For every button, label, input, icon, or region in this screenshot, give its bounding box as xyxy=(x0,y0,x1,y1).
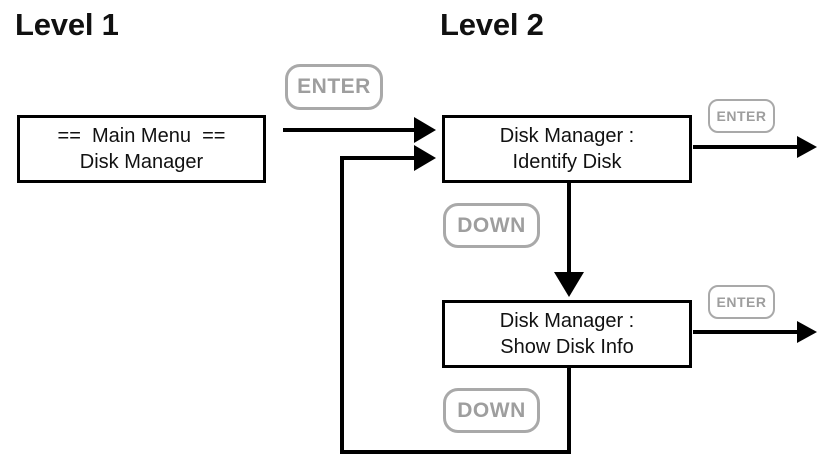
arrowhead-identify-disk-to-show-disk-info xyxy=(554,272,584,297)
arrowhead-show-disk-info-exit xyxy=(797,321,817,343)
menu-box-main-menu-line-1: == Main Menu == xyxy=(57,124,226,147)
key-enter-main-menu[interactable]: ENTER xyxy=(285,64,383,110)
menu-box-main-menu-line-2: Disk Manager xyxy=(79,151,204,173)
key-enter-identify-disk[interactable]: ENTER xyxy=(708,99,775,133)
menu-box-identify-disk[interactable]: Disk Manager : Identify Disk xyxy=(442,115,692,183)
arrowhead-identify-disk-exit xyxy=(797,136,817,158)
menu-box-show-disk-info[interactable]: Disk Manager : Show Disk Info xyxy=(442,300,692,368)
menu-box-main-menu[interactable]: == Main Menu == Disk Manager xyxy=(17,115,266,183)
menu-box-show-disk-info-line-2: Show Disk Info xyxy=(500,336,634,358)
menu-box-show-disk-info-line-1: Disk Manager : xyxy=(499,309,635,332)
connector-loop-bottom-horizontal xyxy=(340,450,571,454)
level-2-heading: Level 2 xyxy=(440,7,544,42)
connector-main-menu-to-identify-disk xyxy=(283,128,419,132)
menu-box-identify-disk-line-1: Disk Manager : xyxy=(499,124,635,147)
key-down-identify-disk[interactable]: DOWN xyxy=(443,203,540,248)
key-down-show-disk-info[interactable]: DOWN xyxy=(443,388,540,433)
connector-loop-right-vertical xyxy=(567,368,571,454)
level-1-heading: Level 1 xyxy=(15,7,119,42)
connector-loop-return-to-identify-disk xyxy=(340,156,419,160)
key-enter-show-disk-info[interactable]: ENTER xyxy=(708,285,775,319)
connector-identify-disk-to-show-disk-info xyxy=(567,183,571,278)
connector-identify-disk-exit xyxy=(693,145,800,149)
menu-box-identify-disk-line-2: Identify Disk xyxy=(512,151,622,173)
arrowhead-loop-return-to-identify-disk xyxy=(414,145,436,171)
connector-show-disk-info-exit xyxy=(693,330,800,334)
connector-loop-left-vertical xyxy=(340,156,344,454)
arrowhead-main-menu-to-identify-disk xyxy=(414,117,436,143)
